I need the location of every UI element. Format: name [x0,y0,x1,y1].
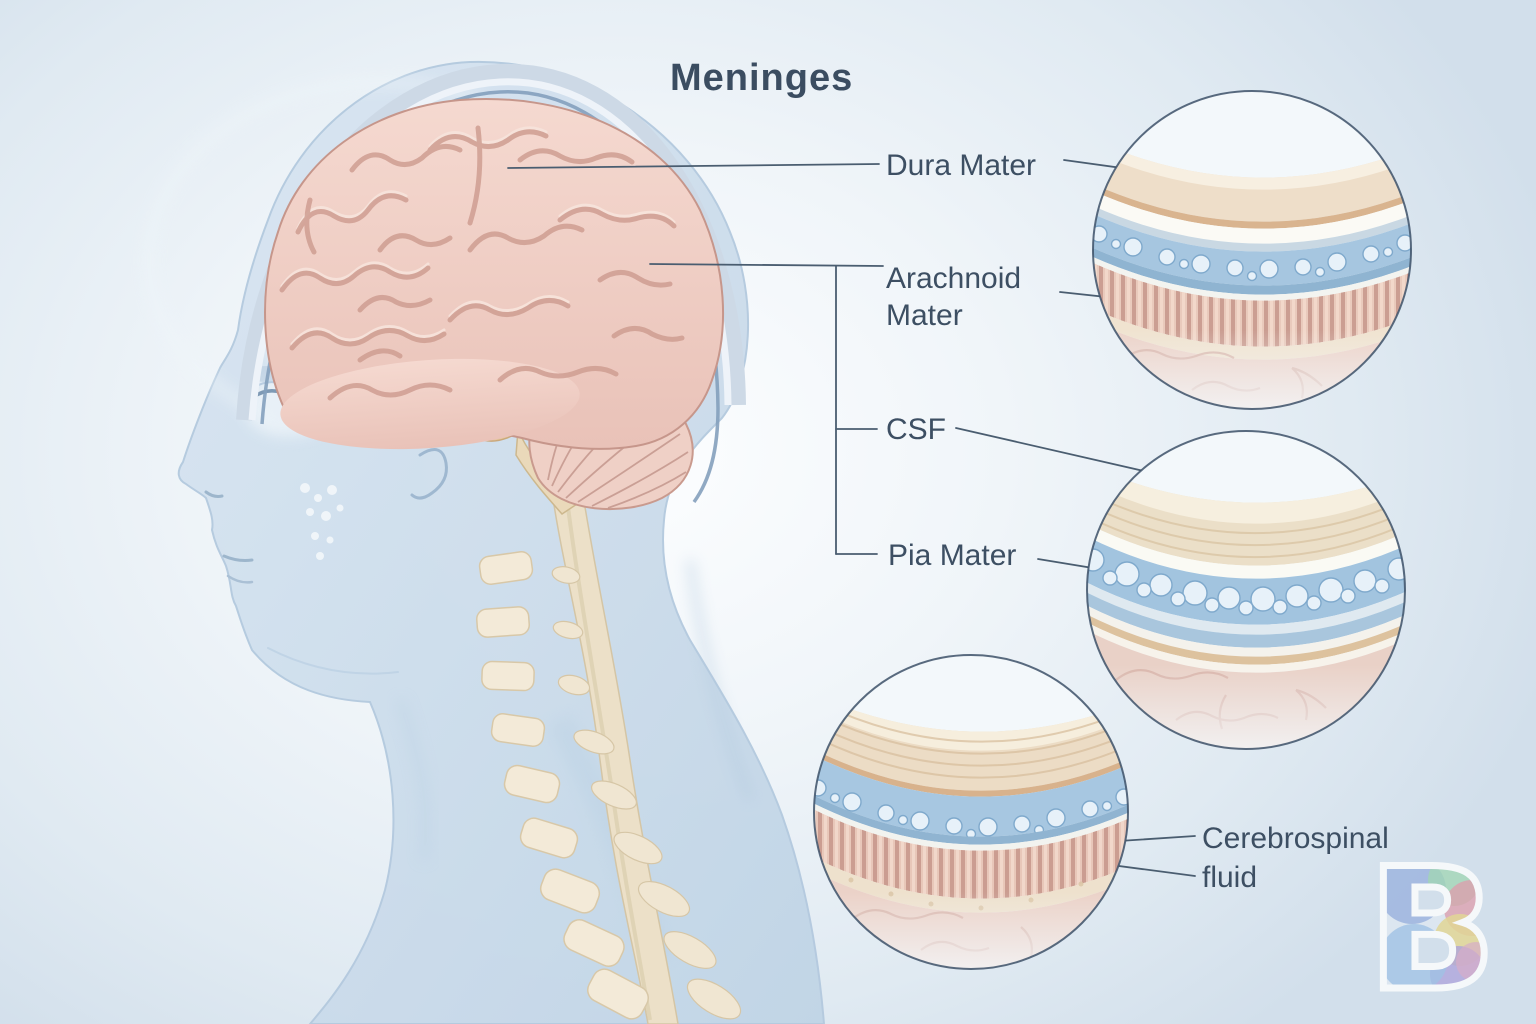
neck-front-fold-shading [397,699,429,861]
sinus-speckles [300,483,344,560]
label-dura-mater-text: Dura Mater [886,149,1037,182]
label-cerebrospinal-fluid: Cerebrospinal fluid [1202,819,1389,897]
label-csf: CSF [886,411,946,448]
brand-logo: B [1364,829,1499,1024]
csf-bubbles [1087,548,1405,616]
csf-bubbles [814,779,1128,840]
label-pia-mater-text: Pia Mater [888,539,1017,572]
inset-top-right [1092,90,1412,410]
label-arachnoid-mater: Arachnoid Mater [886,260,1021,334]
page-title: Meninges [670,57,854,99]
inset-bottom-center [813,654,1129,970]
inset-middle-right [1086,430,1406,750]
nape-fold-shading [686,559,754,802]
lower-lip [226,574,254,584]
label-arachnoid-line1: Arachnoid [886,262,1022,295]
logo-letter: B [1368,832,1496,1024]
inset-ring [813,654,1129,970]
label-dura-mater: Dura Mater [886,147,1036,184]
brain [264,98,725,450]
dura-fibers [1087,491,1405,559]
label-arachnoid-line2: Mater [886,299,963,332]
leader-brain-to-bracket [649,263,884,267]
label-cerebrospinal-line1: Cerebrospinal [1202,822,1389,855]
upper-lip [222,554,254,562]
vertebral-column [476,551,742,1020]
label-pia-mater: Pia Mater [888,537,1016,574]
inset-ring [1092,90,1412,410]
inset-ring [1086,430,1406,750]
jaw-line [267,647,399,675]
ear [410,448,448,500]
nostril [204,490,224,498]
leader-dura-left [507,163,880,169]
dura-fibers [814,698,1128,779]
head-profile-illustration [141,60,826,1024]
label-csf-text: CSF [886,413,946,446]
label-cerebrospinal-line2: fluid [1202,861,1258,894]
